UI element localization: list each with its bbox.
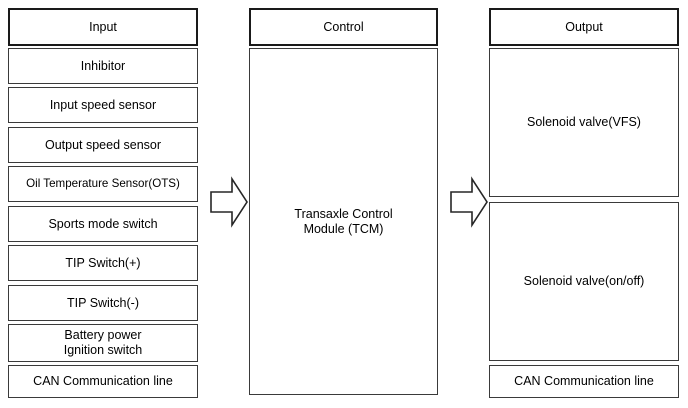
input-node-sports-mode-switch[interactable]: Sports mode switch [8, 206, 198, 242]
input-node-battery-power-ignition-switch[interactable]: Battery power Ignition switch [8, 324, 198, 362]
column-title-input-label: Input [89, 19, 117, 34]
input-node-sports-mode-switch-label: Sports mode switch [48, 216, 158, 231]
input-node-can-communication-line[interactable]: CAN Communication line [8, 365, 198, 398]
input-node-input-speed-sensor-label: Input speed sensor [49, 97, 157, 112]
input-node-inhibitor[interactable]: Inhibitor [8, 48, 198, 84]
column-title-control-label: Control [323, 19, 364, 34]
output-node-can-communication-line-label: CAN Communication line [514, 374, 654, 389]
output-node-solenoid-valve-vfs-label: Solenoid valve(VFS) [527, 115, 641, 130]
input-node-battery-power-ignition-switch-label: Battery power Ignition switch [64, 328, 143, 358]
column-title-output: Output [489, 8, 679, 46]
arrow-right-icon [210, 176, 248, 228]
input-node-tip-switch-plus-label: TIP Switch(+) [65, 255, 141, 270]
input-node-inhibitor-label: Inhibitor [80, 58, 126, 73]
input-node-tip-switch-minus[interactable]: TIP Switch(-) [8, 285, 198, 321]
input-node-tip-switch-plus[interactable]: TIP Switch(+) [8, 245, 198, 281]
arrow-control-to-output [450, 176, 488, 228]
input-node-oil-temperature-sensor-label: Oil Temperature Sensor(OTS) [26, 177, 180, 191]
output-node-can-communication-line[interactable]: CAN Communication line [489, 365, 679, 398]
control-node-tcm-line2: Module (TCM) [303, 221, 384, 236]
input-node-tip-switch-minus-label: TIP Switch(-) [67, 295, 139, 310]
control-node-transaxle-control-module[interactable]: Transaxle Control Module (TCM) [249, 48, 438, 395]
input-node-oil-temperature-sensor[interactable]: Oil Temperature Sensor(OTS) [8, 166, 198, 202]
input-node-battery-power-line1: Battery power [64, 328, 142, 343]
input-node-battery-power-line2: Ignition switch [63, 343, 143, 357]
input-node-can-communication-line-label: CAN Communication line [33, 374, 173, 389]
control-node-transaxle-control-module-label: Transaxle Control Module (TCM) [294, 207, 392, 237]
input-node-output-speed-sensor-label: Output speed sensor [44, 137, 162, 152]
arrow-right-icon [450, 176, 488, 228]
control-node-tcm-line1: Transaxle Control [294, 206, 393, 221]
output-node-solenoid-valve-on-off[interactable]: Solenoid valve(on/off) [489, 202, 679, 361]
input-node-output-speed-sensor[interactable]: Output speed sensor [8, 127, 198, 163]
arrow-input-to-control [210, 176, 248, 228]
column-title-input: Input [8, 8, 198, 46]
output-node-solenoid-valve-on-off-label: Solenoid valve(on/off) [523, 274, 645, 289]
column-title-control: Control [249, 8, 438, 46]
input-node-input-speed-sensor[interactable]: Input speed sensor [8, 87, 198, 123]
output-node-solenoid-valve-vfs[interactable]: Solenoid valve(VFS) [489, 48, 679, 197]
column-title-output-label: Output [565, 19, 603, 34]
